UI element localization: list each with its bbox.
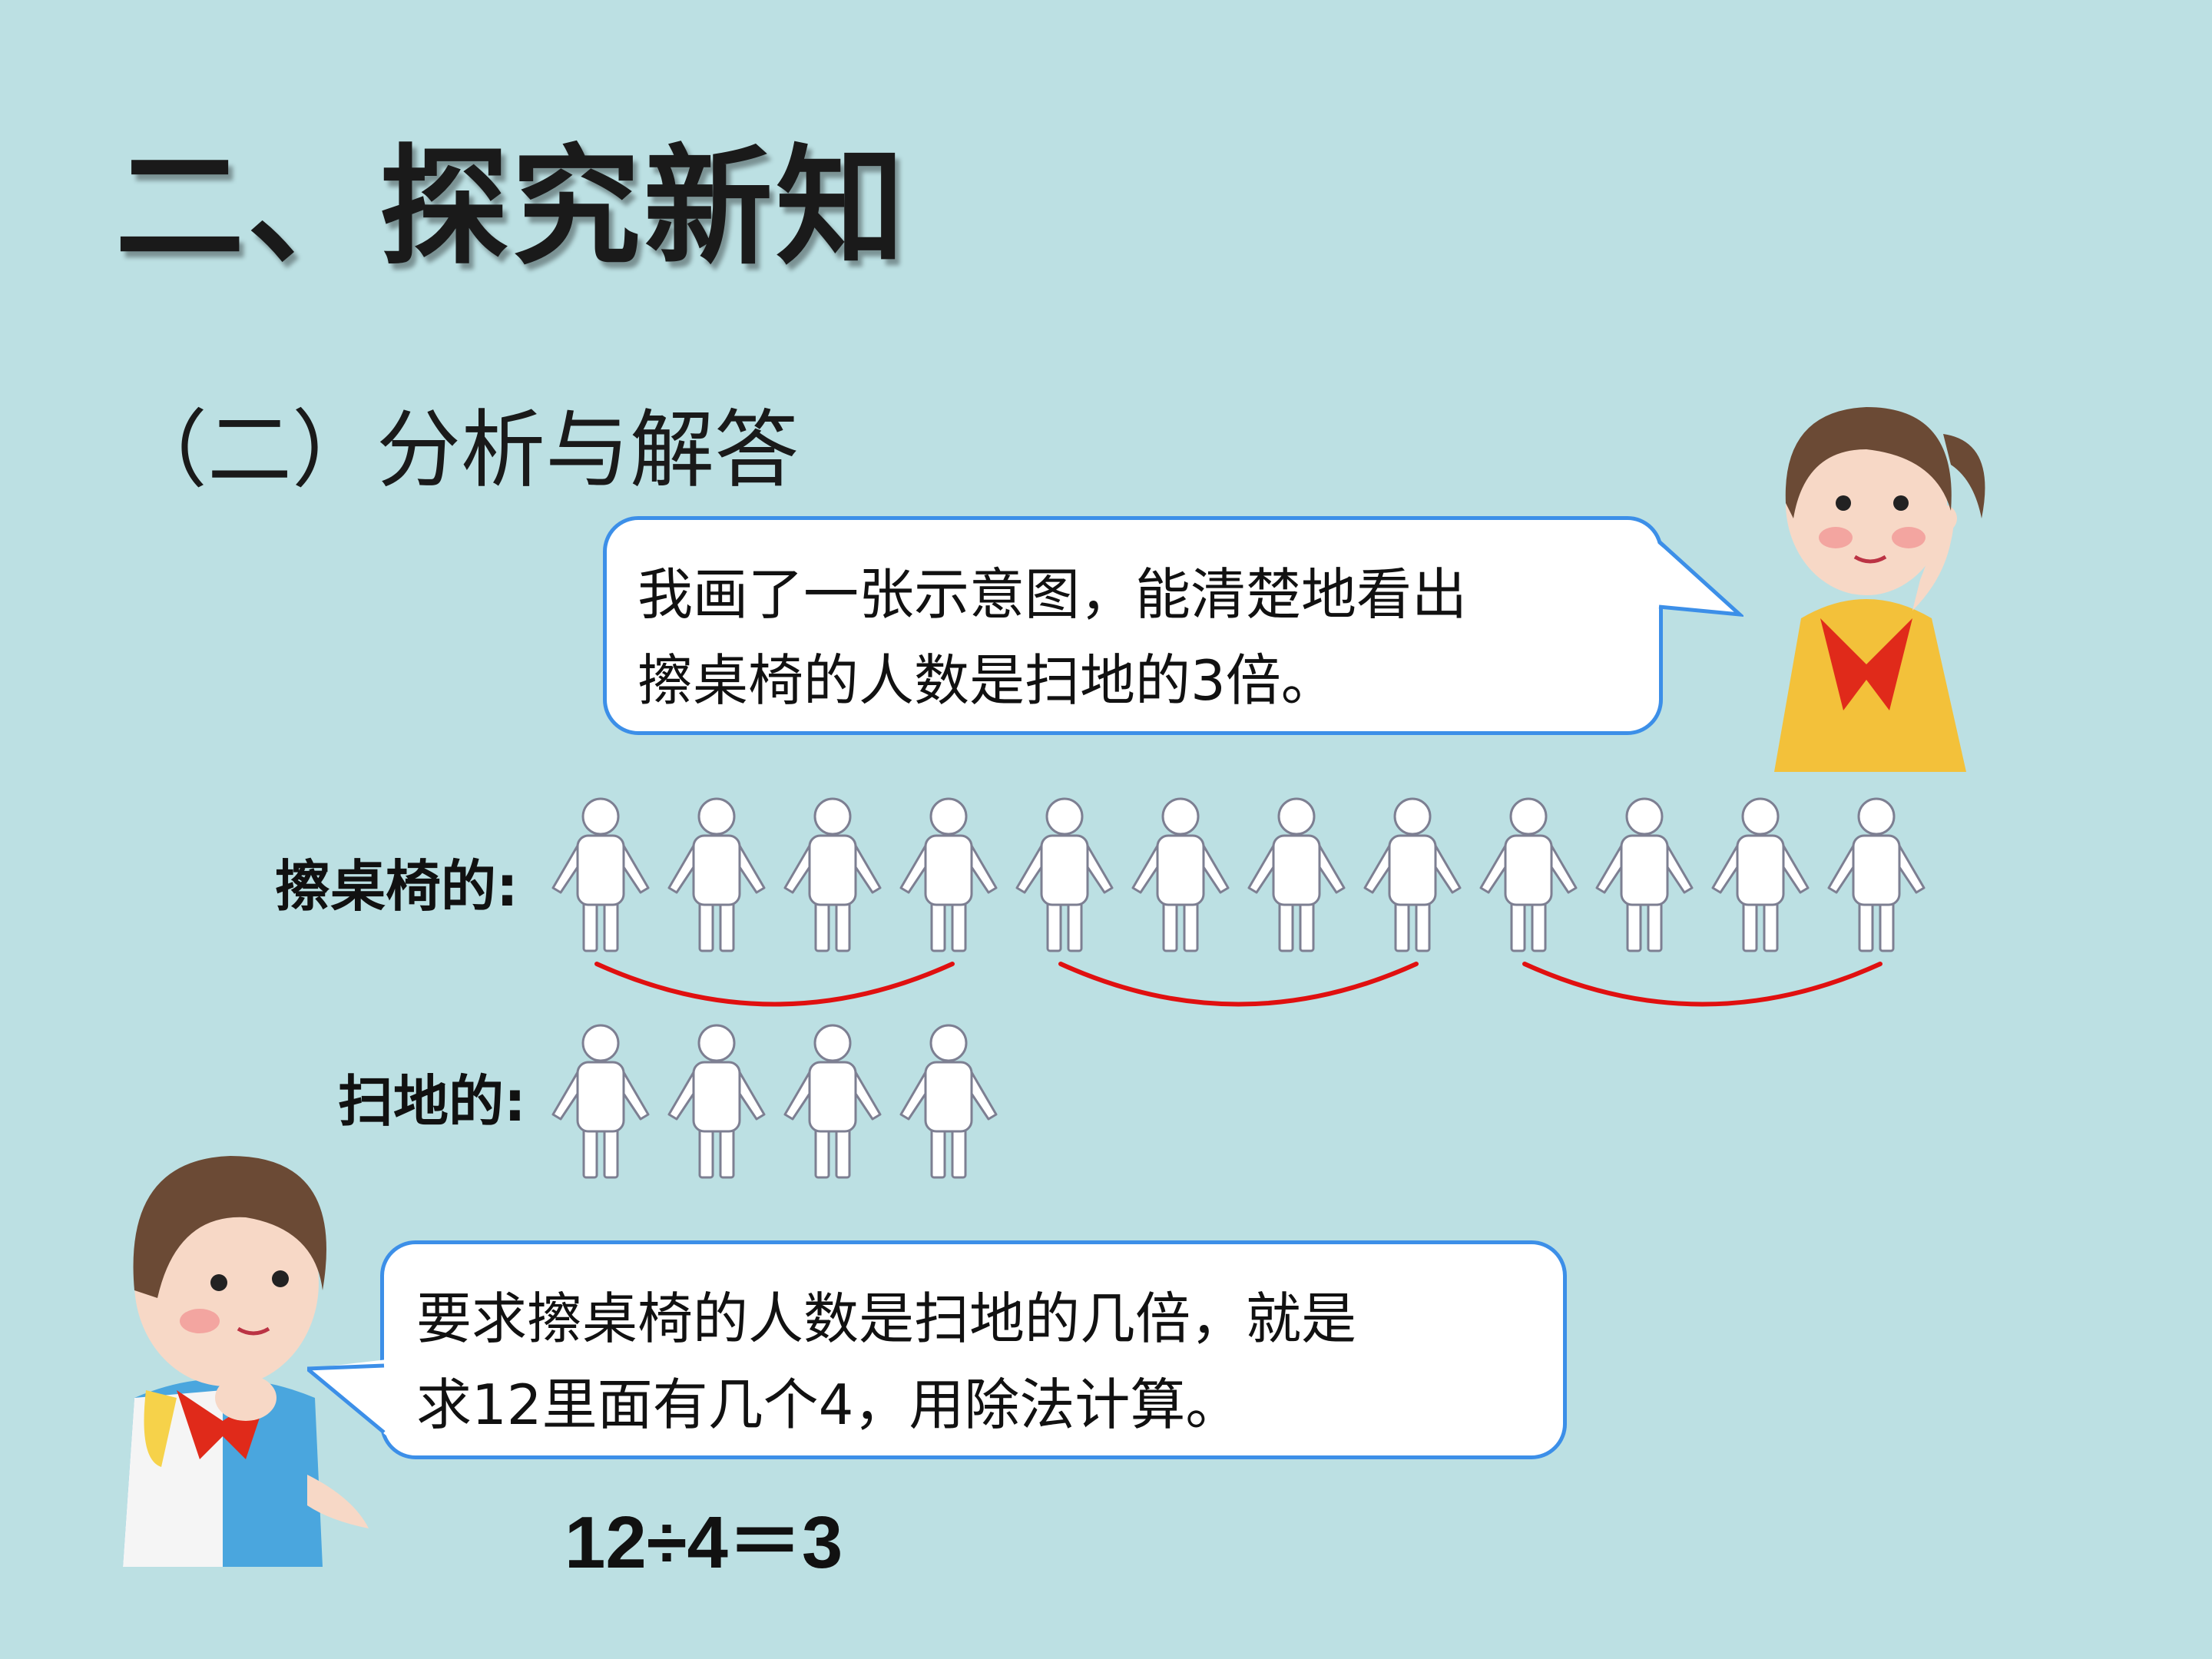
slide-title: 二、探究新知 bbox=[115, 132, 908, 283]
group-brace-2 bbox=[1058, 962, 1419, 1007]
group-brace-3 bbox=[1522, 962, 1883, 1007]
boy-bubble-tail bbox=[307, 1359, 387, 1436]
person-figure-clean-desks-4 bbox=[899, 797, 998, 952]
person-figure-sweep-floor-3 bbox=[783, 1024, 882, 1179]
person-figure-clean-desks-2 bbox=[667, 797, 766, 952]
boy-character-illustration bbox=[123, 1156, 369, 1567]
row-label-clean-desks: 擦桌椅的: bbox=[275, 854, 518, 919]
boy-speech-line-1: 要求擦桌椅的人数是扫地的几倍，就是 bbox=[416, 1286, 1357, 1351]
girl-speech-line-1: 我画了一张示意图，能清楚地看出 bbox=[637, 562, 1468, 627]
row-label-sweep-floor: 扫地的: bbox=[338, 1069, 526, 1134]
section-subtitle: （二）分析与解答 bbox=[123, 401, 799, 499]
division-equation: 12÷4＝3 bbox=[565, 1502, 843, 1584]
person-figure-clean-desks-9 bbox=[1479, 797, 1578, 952]
girl-bubble-tail bbox=[1651, 538, 1743, 617]
person-figure-clean-desks-1 bbox=[551, 797, 650, 952]
person-figure-clean-desks-3 bbox=[783, 797, 882, 952]
person-figure-clean-desks-7 bbox=[1247, 797, 1346, 952]
girl-speech-line-2: 擦桌椅的人数是扫地的3倍。 bbox=[637, 647, 1336, 713]
person-figure-clean-desks-10 bbox=[1595, 797, 1694, 952]
group-brace-1 bbox=[594, 962, 955, 1007]
person-figure-sweep-floor-4 bbox=[899, 1024, 998, 1179]
girl-character-illustration bbox=[1774, 407, 1985, 772]
person-figure-clean-desks-6 bbox=[1131, 797, 1230, 952]
boy-speech-bubble: 要求擦桌椅的人数是扫地的几倍，就是 求12里面有几个4，用除法计算。 bbox=[380, 1240, 1567, 1459]
person-figure-clean-desks-8 bbox=[1363, 797, 1462, 952]
boy-speech-line-2: 求12里面有几个4，用除法计算。 bbox=[416, 1372, 1241, 1437]
person-figure-clean-desks-11 bbox=[1711, 797, 1810, 952]
person-figure-sweep-floor-1 bbox=[551, 1024, 650, 1179]
girl-speech-bubble: 我画了一张示意图，能清楚地看出 擦桌椅的人数是扫地的3倍。 bbox=[603, 516, 1663, 735]
person-figure-sweep-floor-2 bbox=[667, 1024, 766, 1179]
person-figure-clean-desks-12 bbox=[1827, 797, 1926, 952]
person-figure-clean-desks-5 bbox=[1015, 797, 1114, 952]
